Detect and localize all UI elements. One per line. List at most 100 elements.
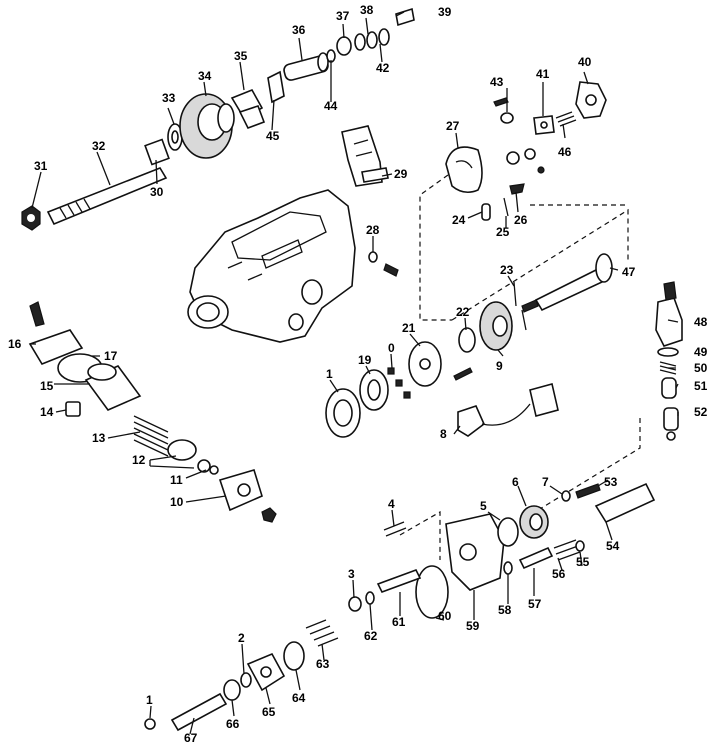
label-66: 66 <box>226 717 240 731</box>
label-32: 32 <box>92 139 106 153</box>
part-39-plug <box>395 7 415 27</box>
part-6-cylinder <box>519 505 549 539</box>
part-23-pins <box>513 281 527 331</box>
part-8-connector <box>457 383 559 437</box>
label-8: 8 <box>440 427 447 441</box>
label-14: 14 <box>40 405 54 419</box>
part-54-fitting <box>594 482 656 524</box>
label-60: 60 <box>438 609 452 623</box>
label-57: 57 <box>528 597 542 611</box>
label-21: 21 <box>402 321 416 335</box>
part-55-ring <box>575 540 585 552</box>
part-63-spring <box>305 619 339 647</box>
label-4: 4 <box>388 497 395 511</box>
pump-housing <box>187 189 356 343</box>
part-24-pin <box>481 203 491 221</box>
label-12: 12 <box>132 453 146 467</box>
label-58: 58 <box>498 603 512 617</box>
part-37-bushing <box>336 36 352 56</box>
part-2-washer <box>240 672 252 688</box>
label-1-mid: 1 <box>326 367 333 381</box>
label-9: 9 <box>496 359 503 373</box>
label-48: 48 <box>694 315 708 329</box>
part-58-ring <box>503 561 513 575</box>
part-46-spring <box>555 111 577 127</box>
label-27: 27 <box>446 119 460 133</box>
label-30: 30 <box>150 185 164 199</box>
part-34-gear <box>179 93 235 159</box>
label-28: 28 <box>366 223 380 237</box>
label-44: 44 <box>324 99 338 113</box>
label-13: 13 <box>92 431 106 445</box>
label-29: 29 <box>394 167 408 181</box>
part-3-62-washers <box>348 591 375 612</box>
part-57-plunger <box>518 546 554 570</box>
label-35: 35 <box>234 49 248 63</box>
label-42: 42 <box>376 61 390 75</box>
part-25-26-clip <box>503 183 525 217</box>
label-46: 46 <box>558 145 572 159</box>
part-61-shaft <box>376 569 422 593</box>
label-19: 19 <box>358 353 372 367</box>
bolt-near-21 <box>453 367 473 381</box>
label-7: 7 <box>542 475 549 489</box>
part-35-flyweights <box>230 88 266 130</box>
part-51-piston <box>661 377 677 399</box>
part-38-42-rings <box>354 28 390 51</box>
part-28-screw <box>368 251 399 277</box>
part-64-bushing <box>283 641 305 671</box>
leader-lines <box>30 11 679 735</box>
label-17: 17 <box>104 349 118 363</box>
label-0: 0 <box>388 341 395 355</box>
part-16-flange <box>28 301 84 365</box>
label-22: 22 <box>456 305 470 319</box>
label-2: 2 <box>238 631 245 645</box>
label-39: 39 <box>438 5 452 19</box>
part-40-lever <box>575 81 607 119</box>
label-56: 56 <box>552 567 566 581</box>
label-15: 15 <box>40 379 54 393</box>
part-41-cross <box>533 115 555 135</box>
label-24: 24 <box>452 213 466 227</box>
label-49: 49 <box>694 345 708 359</box>
label-47: 47 <box>622 265 636 279</box>
label-23: 23 <box>500 263 514 277</box>
small-balls <box>506 148 545 174</box>
label-43: 43 <box>490 75 504 89</box>
label-31: 31 <box>34 159 48 173</box>
part-5-oring <box>497 517 519 547</box>
label-54: 54 <box>606 539 620 553</box>
label-55: 55 <box>576 555 590 569</box>
part-number-labels: 31 32 30 33 34 35 45 36 37 38 39 42 44 2… <box>8 3 708 745</box>
label-38: 38 <box>360 3 374 17</box>
label-41: 41 <box>536 67 550 81</box>
label-45: 45 <box>266 129 280 143</box>
part-52-seat <box>663 407 679 441</box>
part-0-rollers <box>387 367 411 399</box>
label-34: 34 <box>198 69 212 83</box>
part-48-valve <box>655 281 683 347</box>
part-15-body <box>84 363 142 411</box>
part-12-ring <box>167 439 197 461</box>
label-65: 65 <box>262 705 276 719</box>
part-14-nut <box>65 401 81 417</box>
label-6: 6 <box>512 475 519 489</box>
label-37: 37 <box>336 9 350 23</box>
part-66-ring <box>223 679 241 701</box>
part-60-oring <box>415 565 449 619</box>
part-30-key-plate <box>144 138 170 166</box>
label-3: 3 <box>348 567 355 581</box>
part-31-nut <box>21 205 41 231</box>
label-36: 36 <box>292 23 306 37</box>
label-63: 63 <box>316 657 330 671</box>
part-9-gear <box>479 301 513 351</box>
label-53: 53 <box>604 475 618 489</box>
label-26: 26 <box>514 213 528 227</box>
part-65-flange <box>246 652 286 692</box>
label-52: 52 <box>694 405 708 419</box>
part-22-washer <box>458 327 476 353</box>
part-7-ring <box>561 490 571 502</box>
label-59: 59 <box>466 619 480 633</box>
label-5: 5 <box>480 499 487 513</box>
